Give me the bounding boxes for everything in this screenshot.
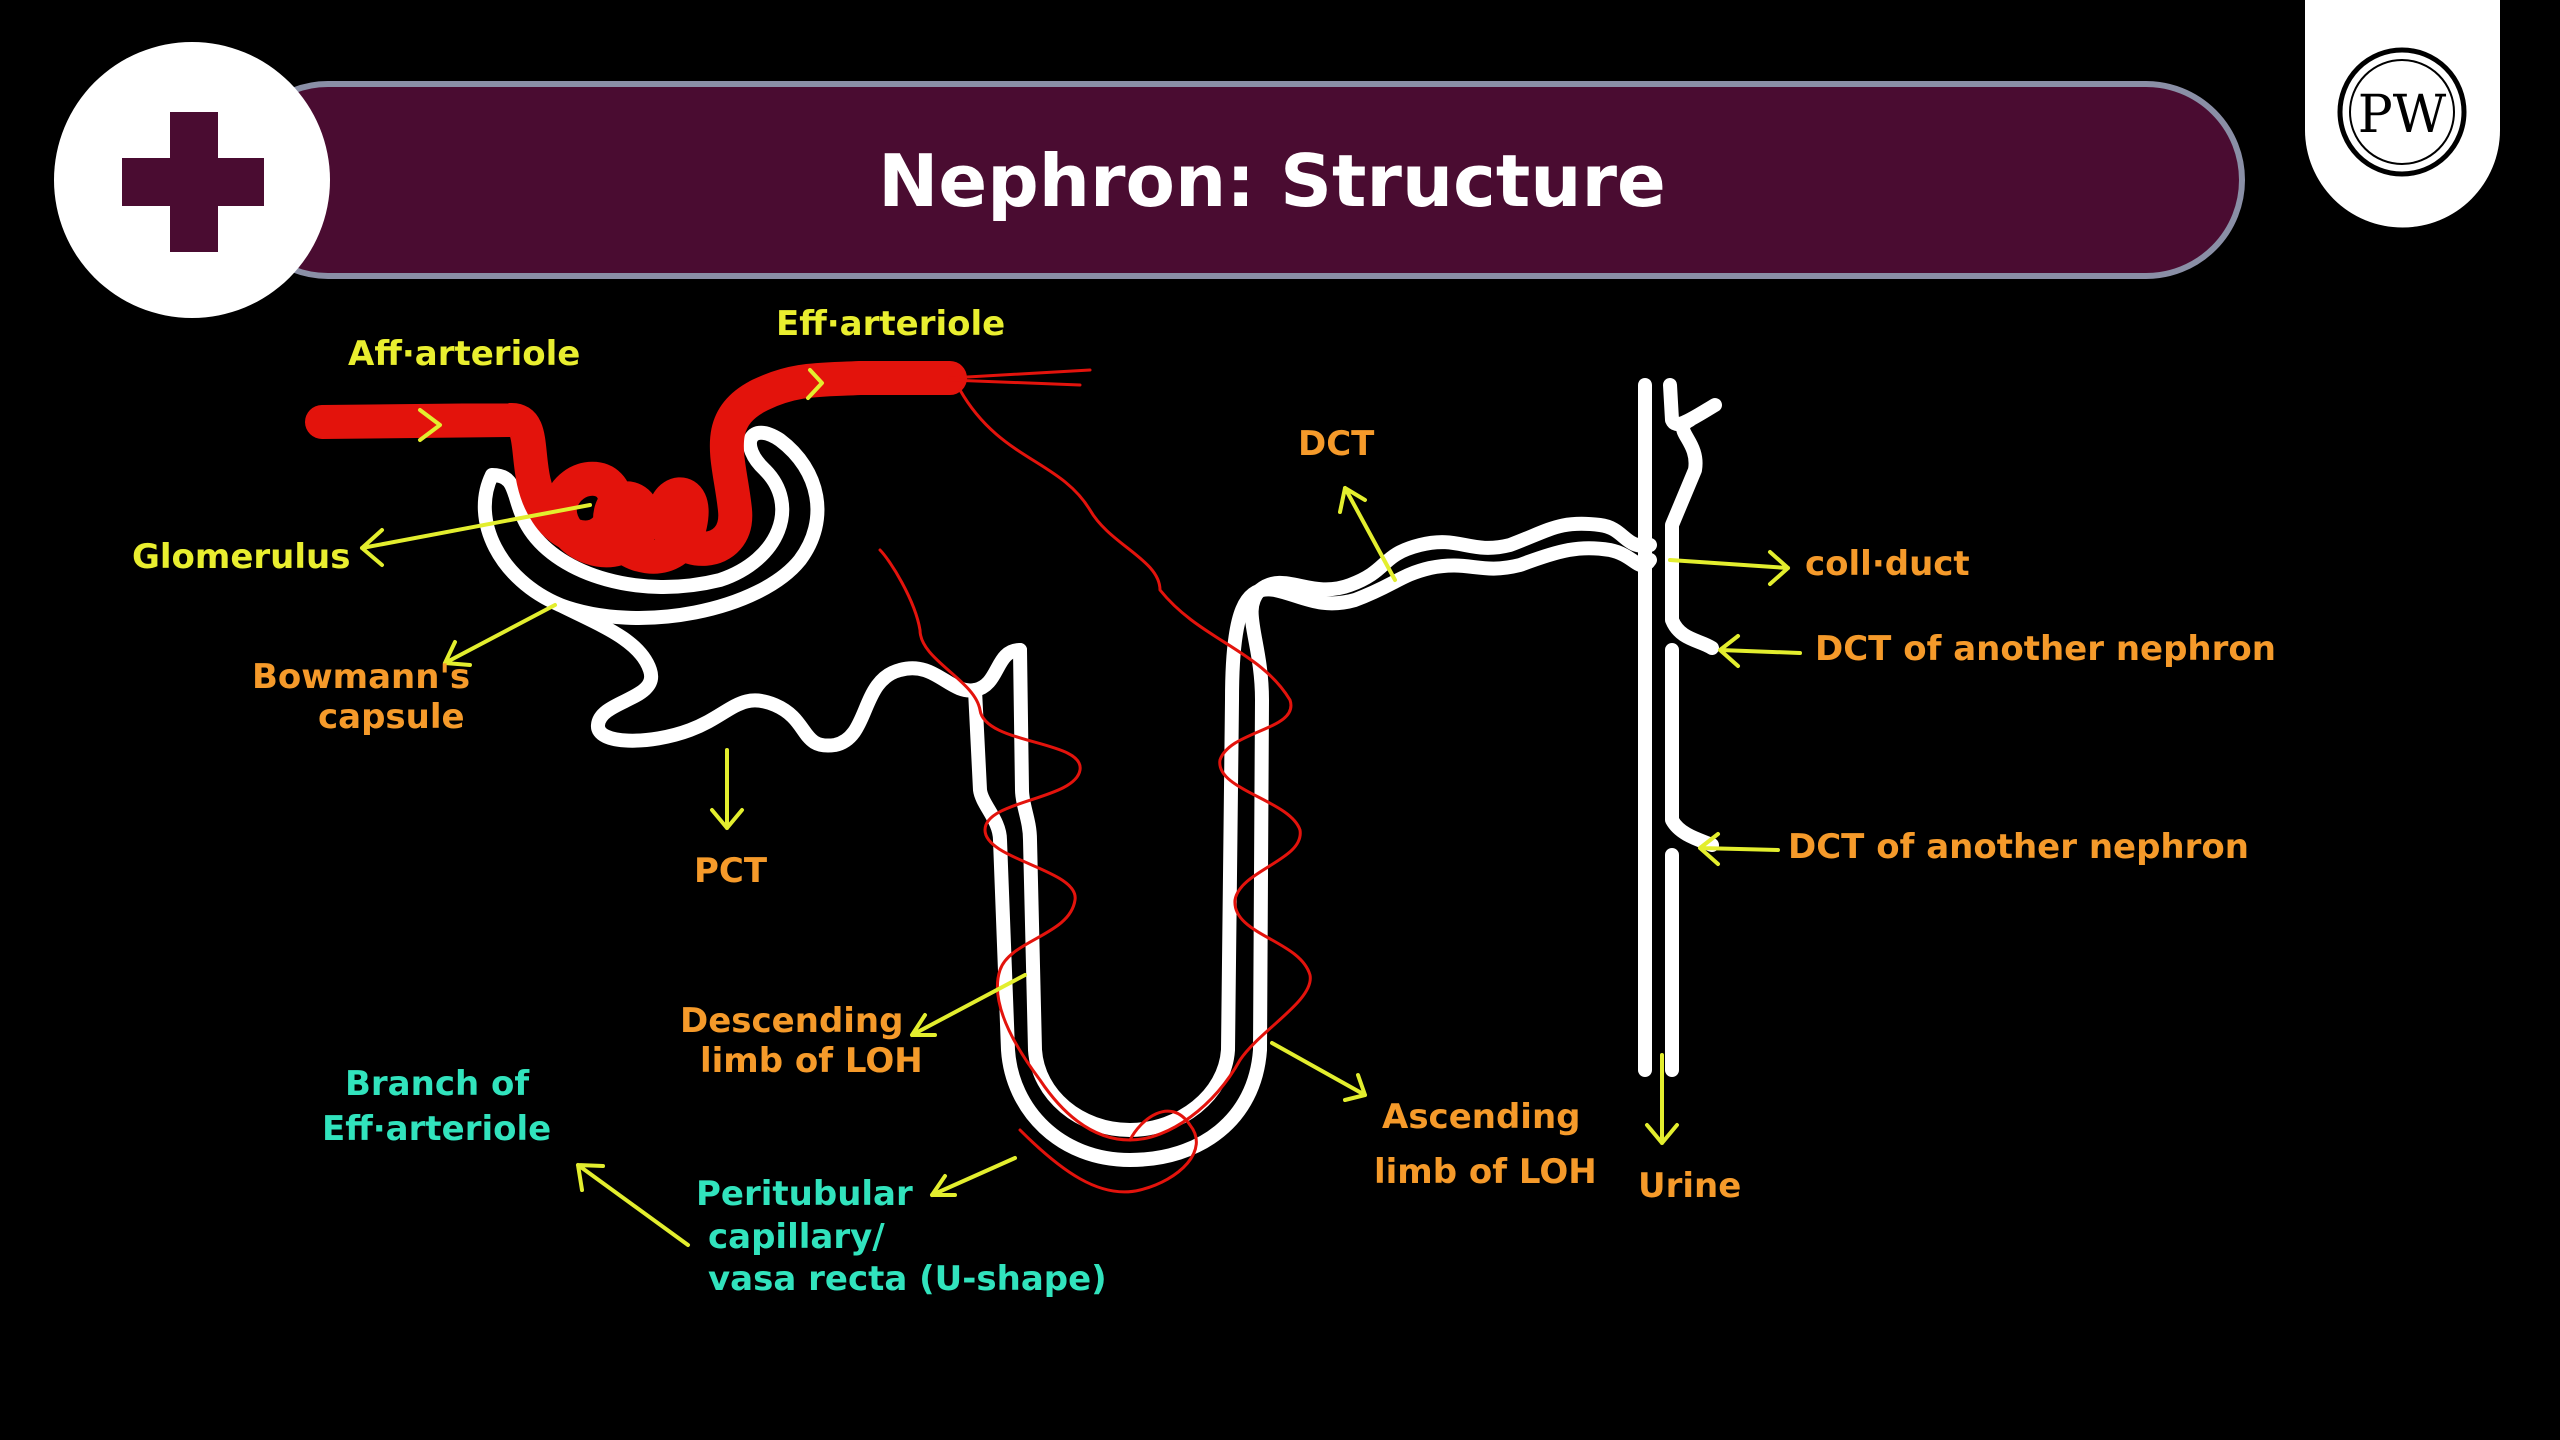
arrow-dct-other-2 (1698, 832, 1780, 866)
label-descending-1: Descending (680, 1001, 903, 1041)
label-peritubular-3: vasa recta (U-shape) (708, 1259, 1107, 1299)
label-bowmans-2: capsule (318, 697, 465, 737)
nephron-tubule (477, 378, 1722, 1167)
label-dct-other-2: DCT of another nephron (1788, 827, 2249, 867)
pw-logo-text: PW (2358, 85, 2447, 145)
descending-limb-wall-inner (1013, 541, 1657, 1137)
arrow-descending (910, 973, 1027, 1037)
labels: Aff·arteriole Eff·arteriole Glomerulus B… (132, 304, 2276, 1299)
page-title: Nephron: Structure (878, 139, 1666, 223)
header: Nephron: Structure PW (54, 0, 2500, 318)
label-descending-2: limb of LOH (700, 1041, 923, 1081)
label-coll-duct: coll·duct (1805, 544, 1970, 584)
arrow-pct (710, 748, 744, 830)
pointer-arrows (360, 368, 1802, 1247)
efferent-arteriole-branch (948, 368, 1092, 387)
label-branch-2: Eff·arteriole (322, 1109, 551, 1149)
plus-icon (122, 112, 264, 252)
arrow-dct (1338, 486, 1397, 582)
arrow-dct-other-1 (1718, 634, 1802, 668)
arrow-eff (806, 368, 824, 400)
blood-vessels (305, 361, 1312, 1194)
label-ascending-2: limb of LOH (1374, 1152, 1597, 1192)
arrow-aff (418, 408, 442, 442)
arrow-peritubular (930, 1156, 1017, 1197)
arrow-glomerulus (360, 503, 592, 567)
afferent-arteriole (305, 361, 967, 574)
label-dct: DCT (1298, 424, 1375, 464)
vasa-recta-loop (1018, 1109, 1198, 1194)
label-eff-arteriole: Eff·arteriole (776, 304, 1005, 344)
arrow-ascending (1270, 1041, 1367, 1102)
arrow-bowmans (443, 603, 557, 667)
arrow-branch (576, 1163, 690, 1247)
label-branch-1: Branch of (345, 1064, 530, 1104)
arrow-coll-duct (1668, 550, 1790, 586)
label-peritubular-2: capillary/ (708, 1217, 885, 1257)
label-pct: PCT (694, 851, 768, 891)
label-glomerulus: Glomerulus (132, 537, 350, 577)
pw-logo-icon: PW (2305, 0, 2500, 228)
label-dct-other-1: DCT of another nephron (1815, 629, 2276, 669)
peritubular-capillary (878, 388, 1312, 1142)
pct-tubule (553, 598, 1027, 753)
label-bowmans-1: Bowmann's (252, 657, 470, 697)
arrow-urine (1645, 1053, 1679, 1145)
label-aff-arteriole: Aff·arteriole (348, 334, 580, 374)
collecting-duct-right (1663, 378, 1722, 1077)
label-peritubular-1: Peritubular (696, 1174, 913, 1214)
label-urine: Urine (1638, 1166, 1741, 1206)
label-ascending-1: Ascending (1382, 1097, 1581, 1137)
